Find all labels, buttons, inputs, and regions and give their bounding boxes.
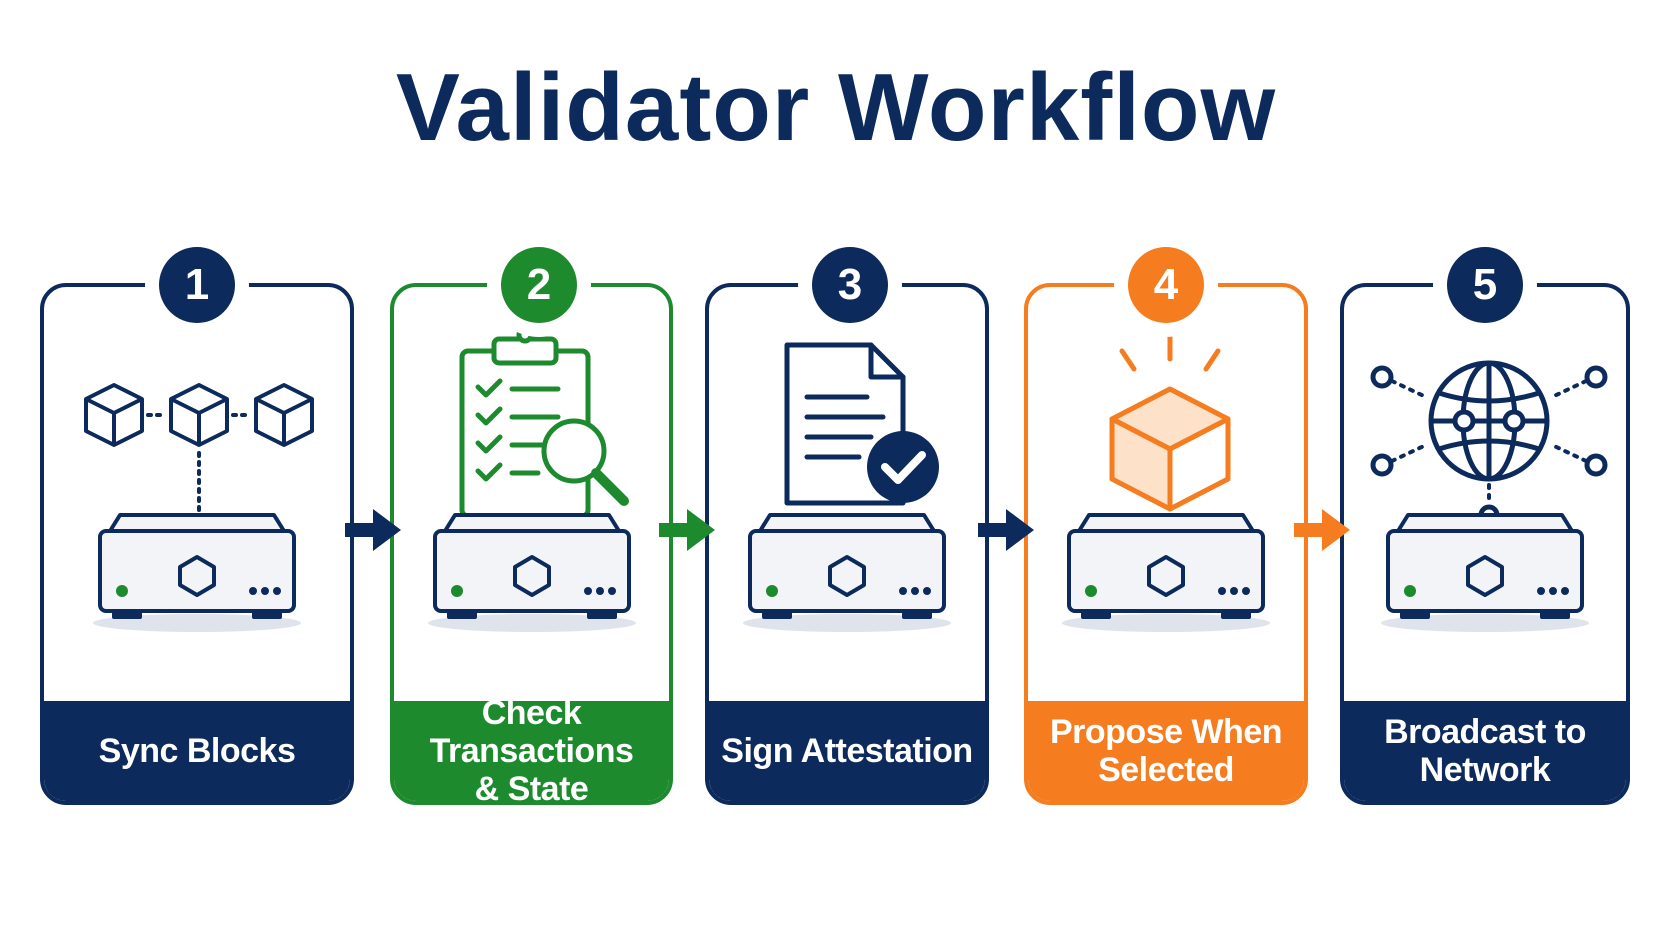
step-card-check-transactions: Check Transactions & State	[390, 283, 673, 805]
glowing-cube-icon	[1109, 334, 1231, 512]
step-number-badge: 5	[1447, 247, 1523, 323]
step-label: Sign Attestation	[709, 701, 985, 801]
page-title: Validator Workflow	[395, 54, 1277, 161]
arrow-right-icon	[659, 509, 715, 551]
step-label: Sync Blocks	[44, 701, 350, 801]
validator-server-icon	[428, 513, 636, 632]
globe-network-icon	[1370, 360, 1608, 526]
step-card-propose-when-selected: Propose When Selected	[1024, 283, 1308, 805]
validator-server-icon	[1381, 513, 1589, 632]
arrow-right-icon	[345, 509, 401, 551]
arrow-right-icon	[978, 509, 1034, 551]
step-number-badge: 3	[812, 247, 888, 323]
validator-server-icon	[743, 513, 951, 632]
step-card-sign-attestation: Sign Attestation	[705, 283, 989, 805]
step-label: Broadcast to Network	[1344, 701, 1626, 801]
arrow-right-icon	[1294, 509, 1350, 551]
step-number-badge: 2	[501, 247, 577, 323]
step-label: Propose When Selected	[1028, 701, 1304, 801]
chained-blocks-icon	[84, 383, 314, 519]
validator-server-icon	[1062, 513, 1270, 632]
clipboard-checklist-magnifier-icon	[459, 326, 629, 519]
step-card-sync-blocks: Sync Blocks	[40, 283, 354, 805]
validator-server-icon	[93, 513, 301, 632]
signed-document-check-icon	[784, 342, 939, 506]
step-number-badge: 1	[159, 247, 235, 323]
step-number-badge: 4	[1128, 247, 1204, 323]
step-card-broadcast-to-network: Broadcast to Network	[1340, 283, 1630, 805]
step-label: Check Transactions & State	[394, 694, 669, 801]
